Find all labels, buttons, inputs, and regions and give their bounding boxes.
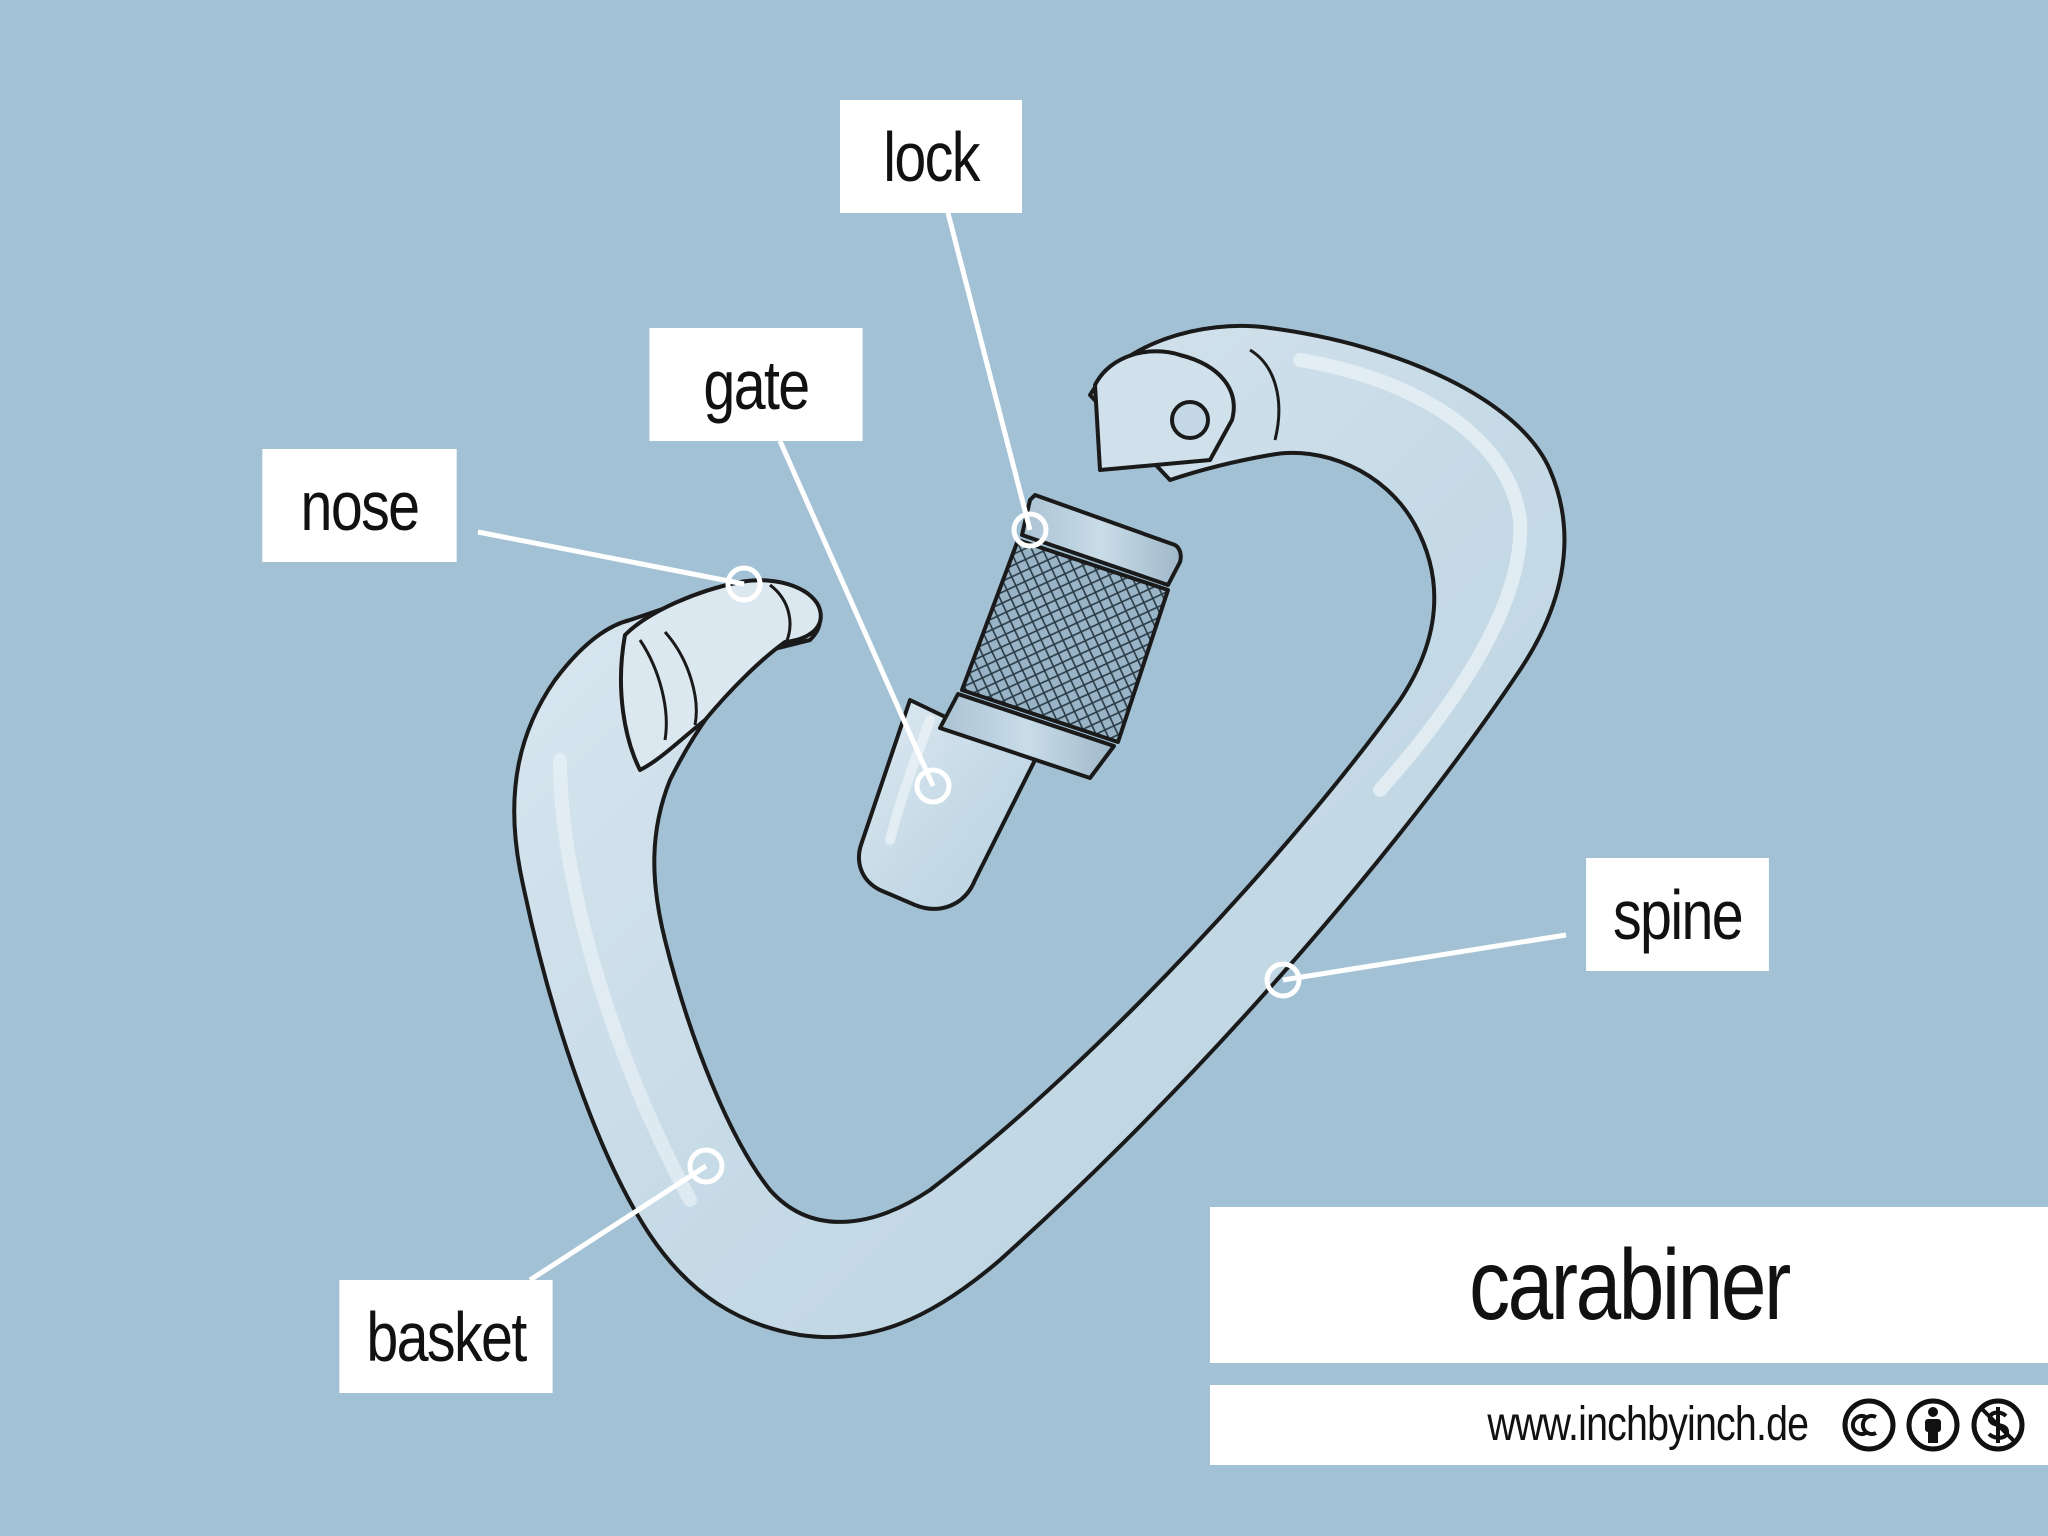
leader-lock [945,212,1033,531]
page-title: carabiner [1469,1228,1791,1341]
license-icons [1842,1398,2025,1452]
attribution-icon [1906,1398,1960,1452]
label-basket-text: basket [366,1297,527,1376]
label-basket: basket [339,1280,553,1393]
carabiner-nose [619,578,823,772]
label-spine-text: spine [1612,875,1744,954]
label-lock: lock [839,100,1023,213]
leader-gate [777,439,936,788]
label-gate-text: gate [703,345,810,424]
cc-icon [1842,1398,1896,1452]
label-gate: gate [649,328,863,441]
noncommercial-icon [1971,1398,2025,1452]
gate-bar [857,698,1037,911]
label-nose-text: nose [300,466,421,545]
footer: www.inchbyinch.de [1210,1385,2048,1465]
gate-hinge [1093,348,1281,472]
lock-sleeve [938,493,1183,780]
footer-url-link[interactable]: www.inchbyinch.de [1487,1398,1809,1451]
leader-nose [477,529,745,587]
marker-lock [1011,511,1049,549]
marker-nose [725,565,763,603]
title-box: carabiner [1210,1207,2048,1363]
marker-gate [914,767,952,805]
leader-markers [687,511,1302,1185]
label-spine: spine [1586,858,1769,971]
marker-basket [687,1147,725,1185]
marker-spine [1264,961,1302,999]
leader-basket [528,1163,708,1283]
carabiner-frame [512,323,1567,1340]
leader-spine [1282,932,1567,983]
leader-lines [477,212,1567,1283]
label-lock-text: lock [883,117,980,196]
label-nose: nose [262,449,457,562]
